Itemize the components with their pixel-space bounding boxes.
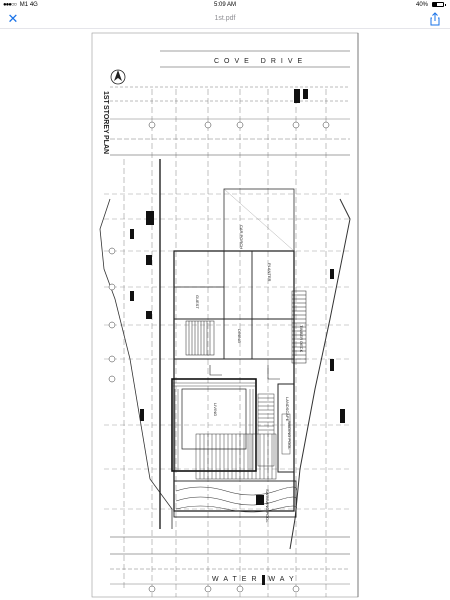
heading-line3: PLAN — [102, 135, 109, 154]
document-toolbar: ✕ 1st.pdf — [0, 10, 450, 29]
close-button[interactable]: ✕ — [6, 12, 20, 26]
room-label-timber-deck: TIMBER DECK — [299, 325, 304, 353]
carrier-info: ●●●○○ M1 4G — [3, 0, 38, 10]
clock: 5:09 AM — [213, 2, 236, 8]
heading-line2: STOREY — [102, 105, 109, 134]
room-label-swimming-pool: SWIMMING POOL — [265, 489, 270, 523]
bottom-road-label: WATER WAY — [212, 576, 299, 583]
top-road-label: COVE DRIVE — [214, 58, 307, 65]
heading-line1: 1ST — [102, 91, 109, 105]
room-label-planter: PLANTER — [267, 263, 272, 282]
room-label-guest: GUEST — [195, 295, 200, 309]
room-label-wading-pool: WADING POOL — [287, 421, 292, 450]
document-title: 1st.pdf — [214, 15, 236, 22]
pdf-viewer[interactable]: 1ST STOREY PLAN COVE DRIVE WATER WAY CAR… — [0, 29, 450, 600]
share-button[interactable] — [428, 12, 442, 26]
room-label-landscape: LANDSCAPE — [285, 397, 290, 422]
signal-icon: ●●●○○ — [3, 2, 17, 8]
room-label-living: LIVING — [213, 403, 218, 416]
room-label-car-porch: CAR PORCH — [239, 225, 244, 249]
north-arrow-icon — [110, 69, 126, 85]
close-icon: ✕ — [7, 11, 19, 26]
carrier-name: M1 — [19, 2, 29, 8]
share-icon — [430, 12, 440, 26]
battery-icon — [432, 2, 446, 7]
plan-heading: 1ST STOREY PLAN — [102, 91, 109, 154]
floor-plan-drawing: 1ST STOREY PLAN COVE DRIVE WATER WAY CAR… — [91, 32, 359, 598]
status-bar: ●●●○○ M1 4G 5:09 AM 40% — [0, 0, 450, 10]
network-type: 4G — [29, 2, 38, 8]
room-label-dining: DINING — [237, 329, 242, 343]
battery-percent: 40% — [415, 2, 428, 8]
